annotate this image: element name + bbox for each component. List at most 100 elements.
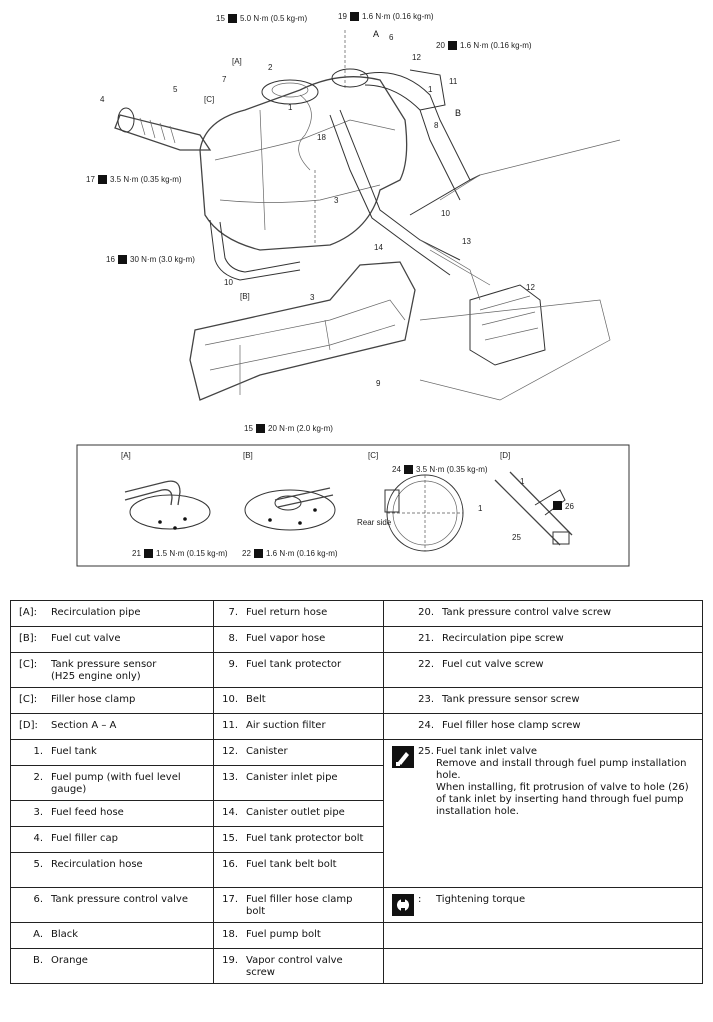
table-row: 5.Recirculation hose 16.Fuel tank belt b… [10,852,703,888]
torque-label: 1.5 N·m (0.15 kg-m) [156,549,228,558]
table-row: [D]:Section A – A 11.Air suction filter … [10,713,703,740]
callout: 18 [317,133,326,142]
legend-key: [A]: [19,607,38,618]
callout: 14 [374,243,383,252]
wrench-icon [350,12,359,21]
section-label-b: [B] [243,451,253,460]
legend-desc: Recirculation pipe screw [442,633,564,644]
legend-key: 12. [222,746,238,757]
tightening-torque-icon [392,894,414,916]
wrench-icon [118,255,127,264]
fuel-pump-shape [261,79,319,105]
legend-key: [D]: [19,720,38,731]
torque-label: 30 N·m (3.0 kg-m) [130,255,195,264]
legend-desc: Tank pressure control valve [51,894,188,905]
legend-key: 8. [228,633,238,644]
letter-b: B [455,108,461,118]
letter-a: A [373,29,379,39]
torque-label: 1.6 N·m (0.16 kg-m) [266,549,338,558]
legend-key: 24. [418,720,434,731]
table-row: [C]: Tank pressure sensor (H25 engine onl… [10,652,703,688]
torque-label: 5.0 N·m (0.5 kg-m) [240,14,307,23]
callout: 3 [334,196,339,205]
legend-key: 3. [33,807,43,818]
legend-key: 5. [33,859,43,870]
callout: 25 [512,533,521,542]
legend-key: 21. [418,633,434,644]
callout: 6 [389,33,394,42]
legend-desc: Fuel cut valve screw [442,659,544,670]
legend-desc: Fuel feed hose [51,807,124,818]
legend-key: 25. [418,746,434,757]
table-row: 2.Fuel pump (with fuel level gauge) 13.C… [10,765,703,801]
callout: 11 [449,77,458,86]
legend-desc: Filler hose clamp [51,694,136,705]
legend-key: [C]: [19,659,38,670]
table-row: B. Orange 19. Vapor control valve screw [10,948,703,984]
legend-key: 9. [228,659,238,670]
callout: 7 [222,75,227,84]
callout: 4 [100,95,105,104]
legend-desc: Canister outlet pipe [246,807,345,818]
legend-desc: Canister [246,746,288,757]
wrench-icon [404,465,413,474]
callout: 12 [526,283,535,292]
legend-desc: Fuel vapor hose [246,633,326,644]
torque-label: 3.5 N·m (0.35 kg-m) [416,465,488,474]
callout: 22 [242,549,251,558]
fuel-cut-valve-plate [244,489,336,531]
legend-desc: Section A – A [51,720,117,731]
legend-desc: Air suction filter [246,720,326,731]
wrench-icon [553,501,562,510]
section-label-c: [C] [368,451,378,460]
wrench-icon [256,424,265,433]
legend-desc: Tank pressure sensor (H25 engine only) [51,659,157,682]
legend-desc: Fuel tank belt bolt [246,859,337,870]
table-row: A.Black 18.Fuel pump bolt [10,922,703,949]
legend-desc: Fuel pump (with fuel level gauge) [51,772,181,795]
callout: 15 [216,14,225,23]
callout: 5 [173,85,178,94]
legend-desc: Fuel cut valve [51,633,121,644]
callout: 16 [106,255,115,264]
legend-key: : [418,894,422,905]
legend-desc: Fuel tank [51,746,97,757]
recirculation-pipe-plate [129,494,211,530]
tank-belt [209,219,301,281]
legend-key: 19. [222,955,238,966]
legend-desc: Vapor control valve screw [246,955,343,978]
callout: 10 [441,209,450,218]
legend-key: [C]: [19,694,38,705]
legend-desc: Tank pressure sensor screw [442,694,580,705]
legend-desc: Fuel pump bolt [246,929,321,940]
wrench-icon [228,14,237,23]
legend-key: 11. [222,720,238,731]
callout: 1 [478,504,483,513]
callout: [B] [240,292,250,301]
legend-desc: Fuel filler hose clamp bolt [246,894,353,917]
legend-desc: Fuel return hose [246,607,328,618]
fuel-tank-outline [199,76,408,251]
inlet-valve-icon [392,746,414,768]
legend-desc: Fuel tank protector [246,659,342,670]
legend-desc: Orange [51,955,88,966]
torque-label: 1.6 N·m (0.16 kg-m) [362,12,434,21]
callout: 17 [86,175,95,184]
table-row: 4.Fuel filler cap 15.Fuel tank protector… [10,826,703,853]
wrench-icon [98,175,107,184]
callout: 2 [268,63,273,72]
legend-desc: Canister inlet pipe [246,772,338,783]
table-row: 3.Fuel feed hose 14.Canister outlet pipe [10,800,703,827]
callout: 21 [132,549,141,558]
legend-key: 2. [33,772,43,783]
legend-desc: Recirculation pipe [51,607,141,618]
detail-box [76,444,630,567]
legend-desc: Fuel filler cap [51,833,118,844]
legend-desc: Fuel tank inlet valve Remove and install… [436,746,689,817]
legend-key: B. [32,955,43,966]
filler-neck [114,114,212,151]
inlet-valve-section [494,471,573,546]
callout: 3 [310,293,315,302]
canister [469,284,546,366]
torque-label: 3.5 N·m (0.35 kg-m) [110,175,182,184]
